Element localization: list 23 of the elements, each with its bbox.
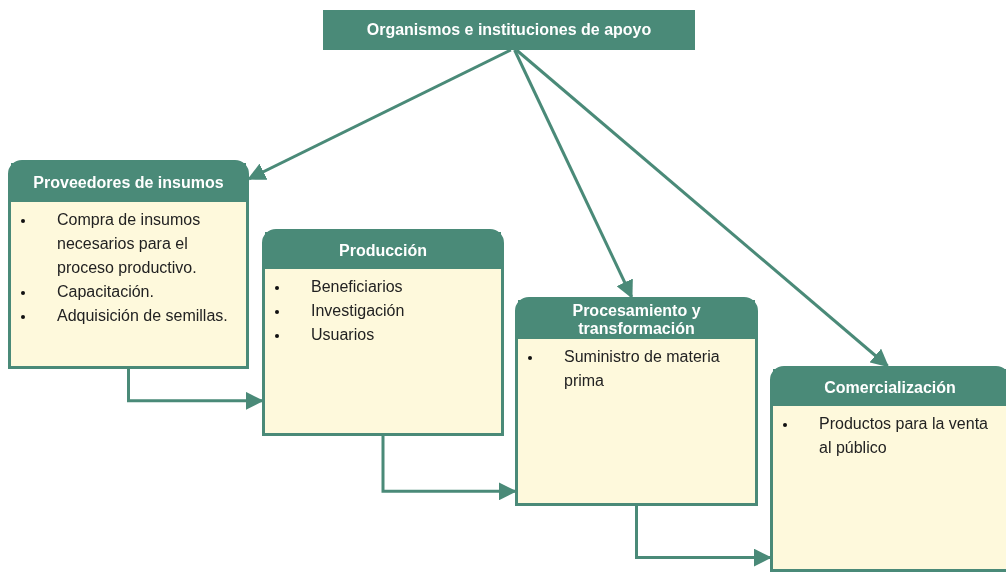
list-item: Capacitación. bbox=[11, 280, 240, 304]
arrow bbox=[513, 49, 633, 299]
list-item: Suministro de materia prima bbox=[518, 345, 749, 393]
arrow bbox=[635, 506, 772, 567]
arrow bbox=[381, 436, 517, 501]
stage-card bbox=[515, 297, 758, 506]
stage-card bbox=[770, 366, 1006, 572]
list-item: Compra de insumos necesarios para el proceso productivo. bbox=[11, 208, 240, 280]
title-box: Organismos e instituciones de apoyo bbox=[323, 10, 695, 50]
list-item: Beneficiarios bbox=[265, 275, 495, 299]
arrow bbox=[515, 48, 889, 368]
list-item: Usuarios bbox=[265, 323, 495, 347]
stage-card bbox=[262, 229, 504, 436]
stage-card bbox=[8, 160, 249, 369]
card-heading: Proveedores de insumos bbox=[11, 163, 246, 202]
card-heading: Procesamiento y transformación bbox=[518, 300, 755, 339]
list-item: Adquisición de semillas. bbox=[11, 304, 240, 328]
arrow bbox=[127, 369, 264, 410]
card-heading: Comercialización bbox=[773, 369, 1006, 406]
list-item: Investigación bbox=[265, 299, 495, 323]
arrow bbox=[247, 48, 512, 181]
list-item: Productos para la venta al público bbox=[773, 412, 1001, 460]
card-heading: Producción bbox=[265, 232, 501, 269]
